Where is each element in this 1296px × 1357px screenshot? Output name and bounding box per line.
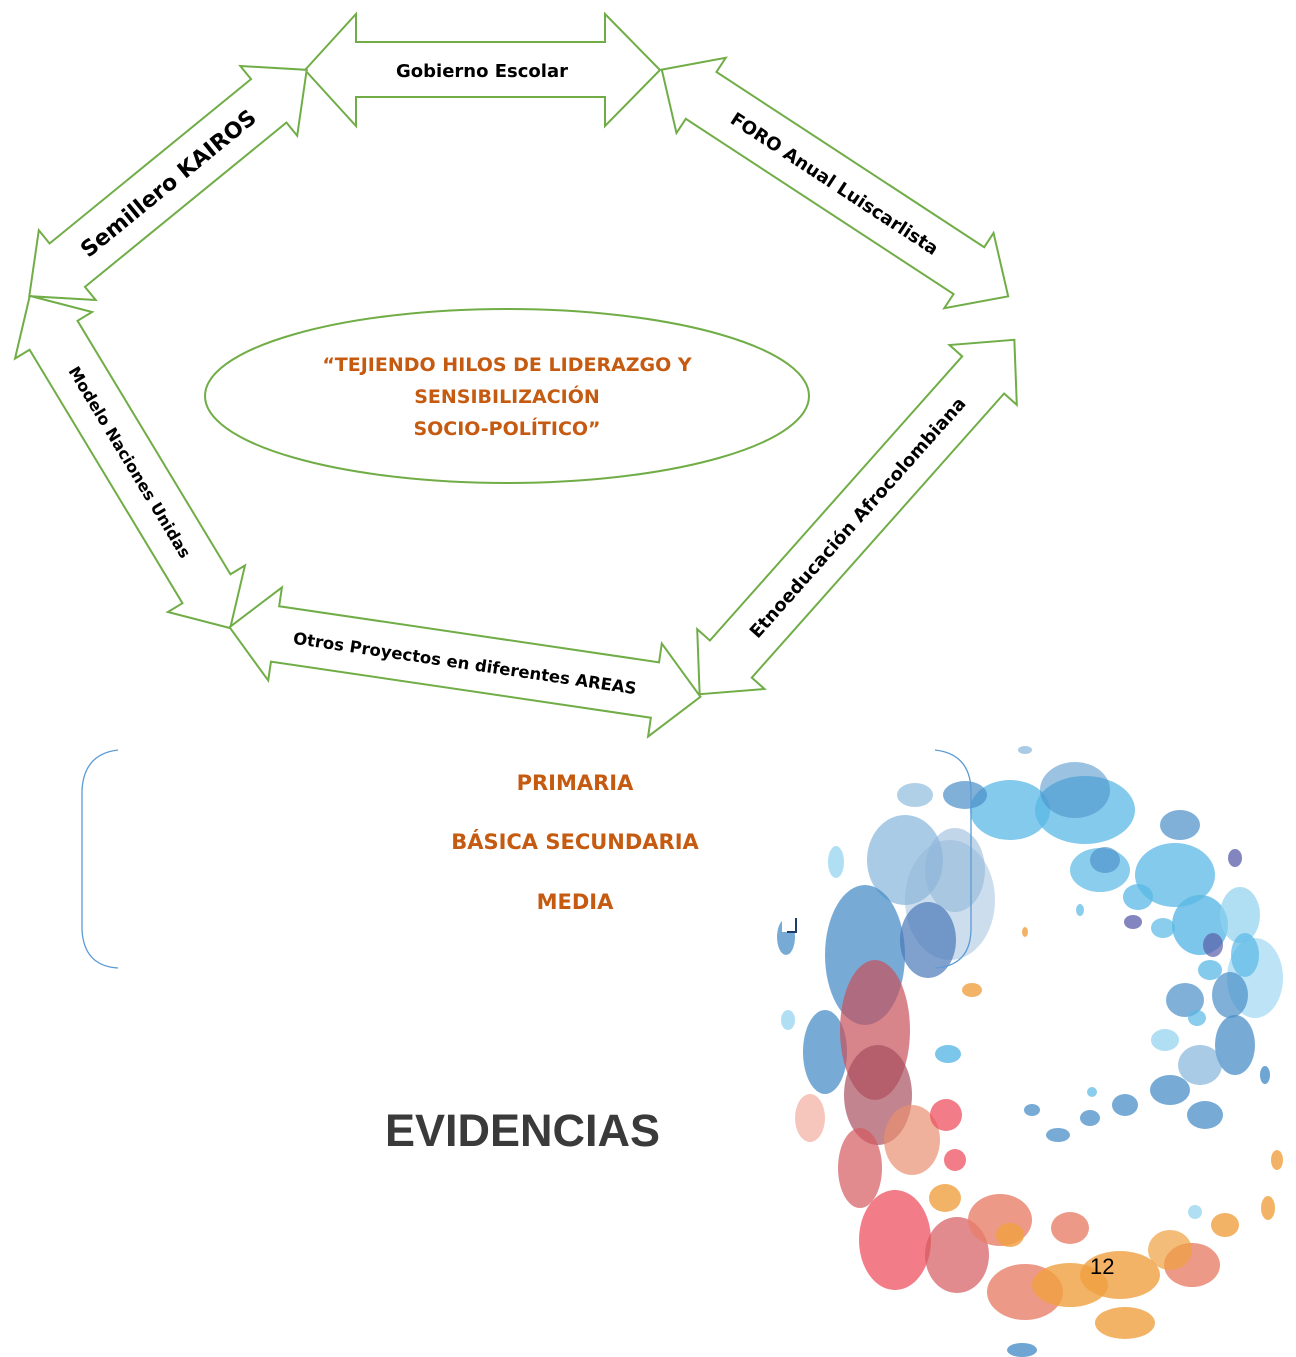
center-text-line-1: “TEJIENDO HILOS DE LIDERAZGO Y: [322, 354, 692, 376]
arrow-semillero-kairos: [28, 64, 308, 302]
page-number: 12: [1090, 1254, 1115, 1279]
decorative-bubbles: [777, 746, 1283, 1357]
center-text-line-2: SENSIBILIZACIÓN: [414, 384, 600, 408]
arrow-foro-anual: [660, 56, 1010, 310]
arrow-etnoeducacion: [696, 338, 1018, 696]
center-text-line-3: SOCIO-POLÍTICO”: [413, 417, 600, 440]
arrow-otros-proyectos: [228, 585, 702, 739]
label-gobierno-escolar: Gobierno Escolar: [396, 61, 568, 82]
level-media: MEDIA: [536, 890, 614, 914]
evidencias-heading: EVIDENCIAS: [385, 1105, 661, 1156]
arrow-gobierno-escolar: [303, 11, 662, 129]
center-ellipse: [204, 308, 810, 484]
bracket-frame: [81, 749, 972, 969]
label-modelo-naciones: Modelo Naciones Unidas: [65, 363, 195, 562]
level-basica-secundaria: BÁSICA SECUNDARIA: [451, 830, 699, 854]
label-foro-anual: FORO Anual Luiscarlista: [726, 109, 942, 260]
level-primaria: PRIMARIA: [516, 771, 634, 795]
label-semillero-kairos: Semillero KAIROS: [76, 105, 261, 263]
